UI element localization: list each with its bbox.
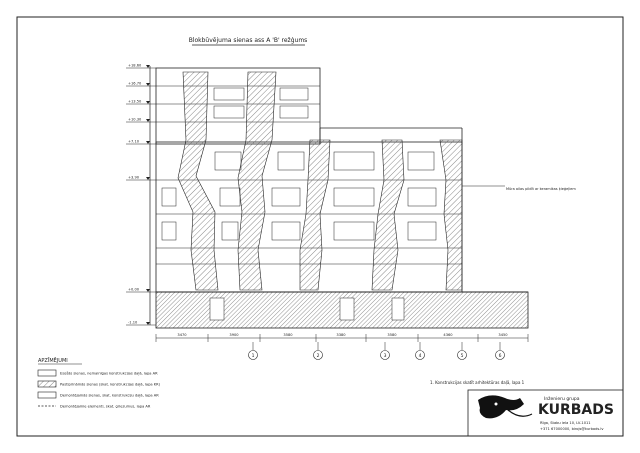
side-annotation: Mūra ailas pildīt ar keramikas ķieģeļiem [462,185,576,191]
reinforced-piers [177,71,463,291]
contacts: +371 67000000, birojs@kurbads.lv [540,427,604,431]
legend-text: Pastiprināmās sienas (skat. konstrukcija… [60,383,161,387]
elevation-mark: +16.70 [126,82,156,87]
legend-text: Esošās sienas, nemainīgas konstrukcijas … [60,372,158,376]
elevation-mark: +13.50 [126,100,156,105]
company-line: Inženieru grupa [544,395,580,402]
legend-item: Demontējamās sienas, skat. konstrukciju … [37,391,159,399]
dimension-label: 3450 [498,333,508,337]
side-note: Mūra ailas pildīt ar keramikas ķieģeļiem [506,187,576,191]
axis-label: 5 [461,353,464,359]
elevation-mark: +0.00 [126,288,156,293]
elevation-mark: +3.90 [126,176,156,181]
legend-item: Pastiprināmās sienas (skat. konstrukcija… [37,380,161,388]
kurbads-logo [478,395,533,419]
axis-marker: 1 [248,342,258,360]
title-block: Blokbūvējuma sienas ass A 'B' režģums [189,37,308,46]
brand-name: KURBADS [538,402,614,418]
window-openings [161,87,437,241]
elevation-label: +3.90 [128,176,140,180]
axis-label: 2 [317,353,320,359]
elevation-mark: +10.30 [126,118,156,123]
building-elevation [155,67,529,329]
dimension-label: 3900 [229,333,239,337]
axis-marker: 5 [457,342,467,360]
sheet-frame [16,16,624,437]
dimension-label: 3580 [283,333,293,337]
legend-title: APZĪMĒJUMI [38,357,68,364]
dimension-label: 3380 [336,333,346,337]
elevation-label: +18.60 [128,64,142,68]
elevation-mark: +18.60 [126,64,156,69]
elevation-scale: +18.60 +16.70 +13.50 +10.30 +7.10 +3.90 +0.00 -… [126,64,156,326]
elevation-mark: +7.10 [126,140,156,145]
elevation-mark: -1.10 [126,321,156,326]
dimension-label: 3470 [177,333,187,337]
axis-marker: 6 [495,342,505,360]
address: Rīga, Stabu iela 10, LV-1011 [540,421,591,425]
axis-marker: 2 [313,342,323,360]
drawing-title: Blokbūvējuma sienas ass A 'B' režģums [189,37,308,44]
axis-marker: 3 [380,342,390,360]
bottom-dimensions: 3470 3900 3580 3380 3580 4360 3450 [155,333,529,342]
grid-axes: 1 2 3 4 5 6 [248,342,505,360]
elevation-label: +0.00 [128,288,140,292]
axis-label: 3 [384,353,387,359]
elevation-label: -1.10 [128,321,138,325]
elevation-label: +7.10 [128,140,140,144]
elevation-label: +13.50 [128,100,142,104]
axis-label: 4 [419,353,422,359]
legend-text: Demontējamās sienas, skat. konstrukciju … [60,394,159,398]
stamp: Inženieru grupa KURBADS Rīga, Stabu iela… [467,389,624,437]
legend-text: Demontējamie elementi, skat. griezumus, … [60,405,151,409]
dimension-label: 4360 [443,333,453,337]
legend-item: Esošās sienas, nemainīgas konstrukcijas … [37,369,158,377]
axis-label: 1 [252,353,255,359]
elevation-label: +16.70 [128,82,142,86]
legend: APZĪMĒJUMI Esošās sienas, nemainīgas kon… [37,357,161,409]
elevation-label: +10.30 [128,118,142,122]
axis-label: 6 [499,353,502,359]
general-note: 1. Konstrukcijas skatīt arhitektūras daļ… [430,380,525,385]
axis-marker: 4 [415,342,425,360]
legend-item: Demontējamie elementi, skat. griezumus, … [38,405,151,409]
dimension-label: 3580 [387,333,397,337]
